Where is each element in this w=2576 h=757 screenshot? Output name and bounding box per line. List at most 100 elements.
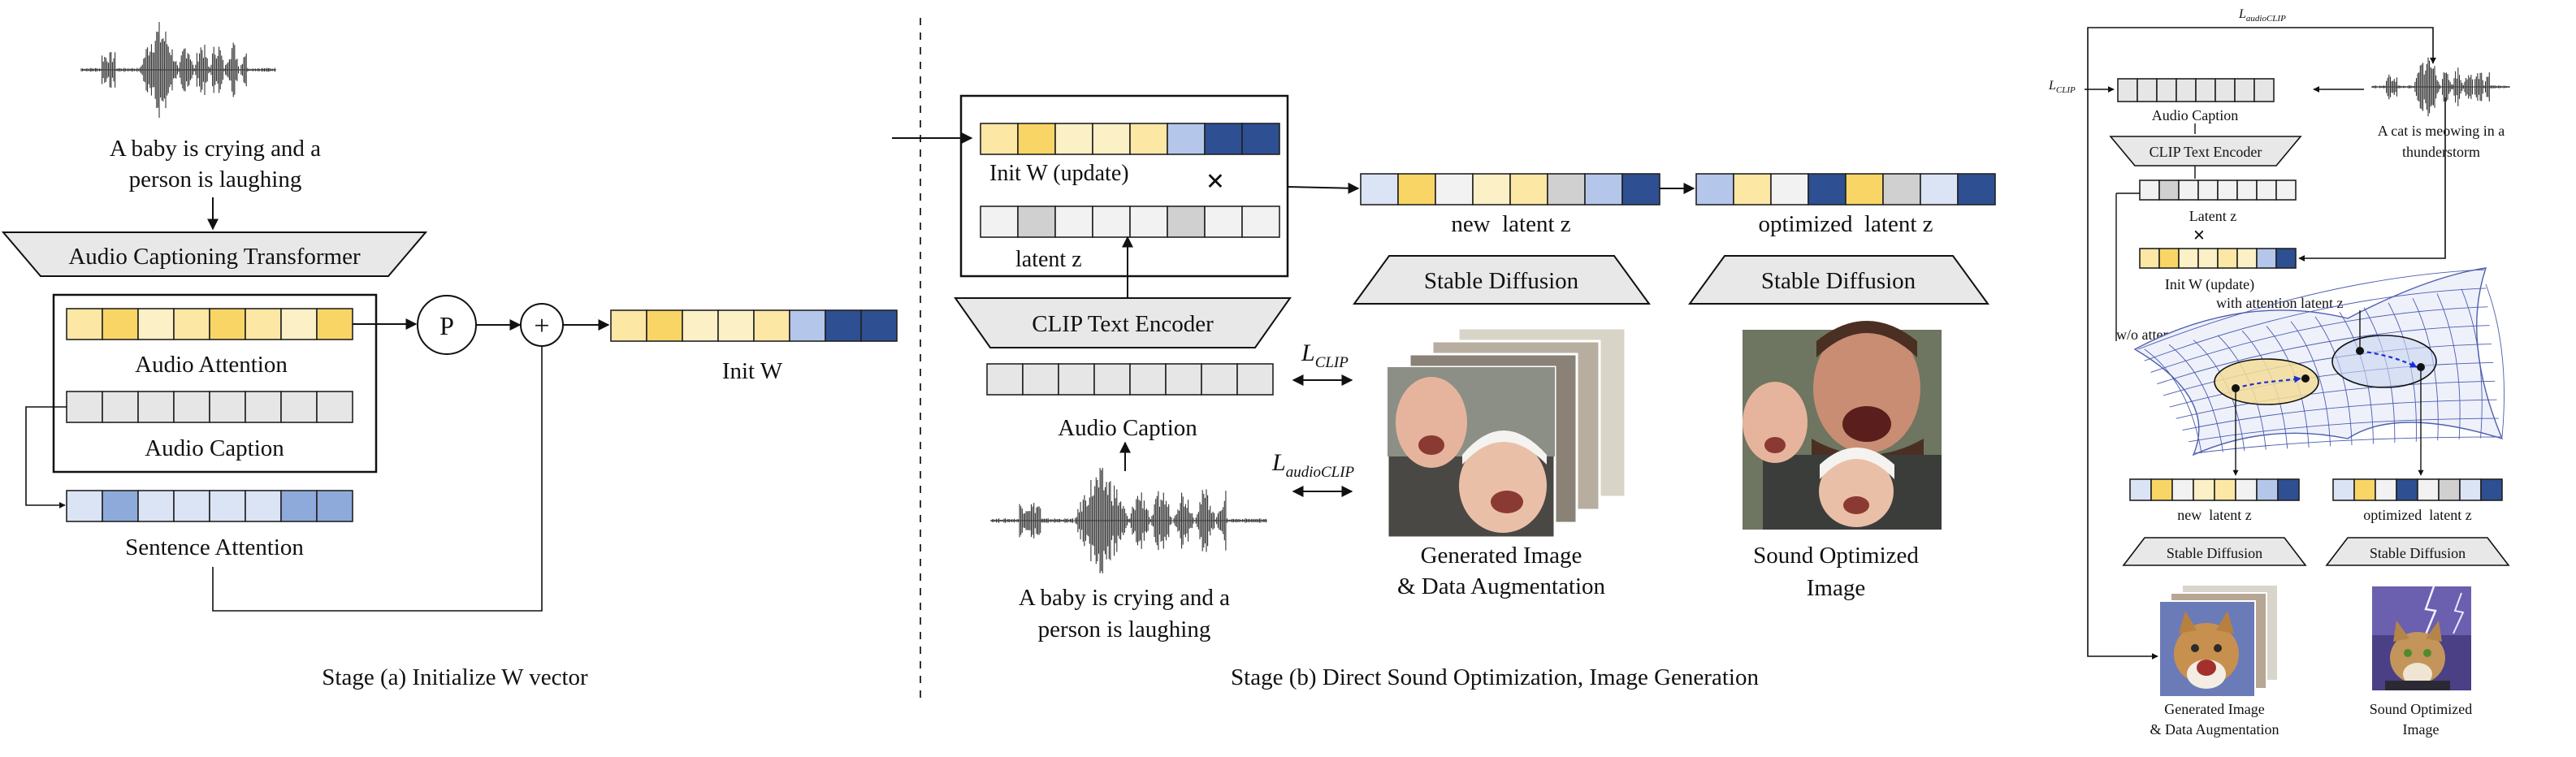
waveform-b [990,468,1267,573]
vector-cell [137,391,175,423]
vector-cell [2480,478,2503,501]
vector-cell [1054,123,1093,155]
vector-cell [280,391,318,423]
svg-text:LaudioCLIP: LaudioCLIP [2238,7,2286,24]
optimized-latent-label-c: optimized latent z [2363,507,2471,523]
vector-cell [1092,123,1131,155]
with-attention-label: with attention latent z [2216,295,2343,311]
sentence-attention-label: Sentence Attention [125,534,304,560]
vector-cell [2275,248,2297,269]
optimized-latent-vector [1695,173,1996,205]
vector-cell [1054,205,1093,238]
vector-cell [1129,205,1168,238]
waveform-c [2371,57,2510,117]
vector-cell [209,391,246,423]
stable-diffusion-b2-label: Stable Diffusion [1761,268,1916,294]
vector-cell [2332,478,2355,501]
vector-cell [1733,173,1772,205]
vector-cell [2235,478,2258,501]
act-trapezoid [1,231,428,277]
vector-cell [2156,78,2177,102]
vector-cell [1920,173,1959,205]
waveform-path [80,22,276,118]
vector-cell [1360,173,1399,205]
vector-cell [209,490,246,522]
vector-cell [2214,478,2236,501]
connector-caption-to-sentence [25,406,67,508]
vector-cell [1397,173,1436,205]
stage-b: Init W (update) × latent z CLIP Text Enc… [892,94,1996,690]
vector-cell [2178,248,2199,269]
audio-caption-label-c: Audio Caption [2152,107,2239,123]
stage-c-sound-caption-line2: thunderstorm [2402,144,2480,160]
vector-cell [1017,205,1056,238]
vector-cell [2214,78,2236,102]
vector-cell [245,490,282,522]
sentence-attention-vector [66,490,353,522]
audio-caption-label-a: Audio Caption [145,435,284,461]
vector-cell [2375,478,2397,501]
audio-caption-vector-c [2117,78,2275,102]
init-w-label: Init W [722,358,783,384]
sound-optimized-c-line2: Image [2403,721,2440,738]
vector-cell [173,391,210,423]
loss-audioclip-c-sub: audioCLIP [2246,14,2286,24]
sound-optimized-c-line1: Sound Optimized [2370,701,2473,717]
vector-cell [1017,123,1056,155]
stage-a-title: Stage (a) Initialize W vector [322,664,588,690]
stable-diffusion-b1 [1353,255,1651,305]
vector-cell [1022,363,1059,396]
sound-optimized-b-line1: Sound Optimized [1753,543,1919,569]
vector-cell [2236,180,2258,201]
vector-cell [1472,173,1511,205]
vector-cell [789,309,826,342]
generated-image-stack-c [2158,584,2279,698]
loss-audioclip-b-sub: audioCLIP [1286,464,1355,481]
vector-cell [1845,173,1884,205]
waveform-path [2371,57,2510,117]
generated-image-c-line2: & Data Augmentation [2150,721,2279,738]
stage-a-sound-caption-line1: A baby is crying and a [110,136,321,162]
connector-loss-to-initw-c [2298,97,2446,262]
loss-clip-c-sub: CLIP [2056,85,2076,95]
vector-cell [2217,248,2238,269]
vector-cell [1058,363,1095,396]
waveform-a [80,22,276,118]
vector-cell [2256,180,2277,201]
init-w-update-vector-c [2139,248,2297,269]
vector-cell [2217,180,2238,201]
vector-cell [610,309,647,342]
vector-cell [316,391,353,423]
new-latent-vector [1360,173,1660,205]
vector-cell [1129,363,1167,396]
vector-cell [1165,363,1202,396]
svg-text:LCLIP: LCLIP [1301,340,1349,371]
stable-diffusion-c2-label: Stable Diffusion [2370,545,2466,561]
vector-cell [682,309,719,342]
plus-symbol: + [534,311,549,341]
loss-audioclip-c-main: L [2238,7,2246,21]
vector-cell [102,391,139,423]
init-w-update-label-c: Init W (update) [2165,276,2254,293]
vector-cell [2178,180,2199,201]
vector-cell [2438,478,2461,501]
vector-cell [2417,478,2440,501]
vector-cell [102,490,139,522]
generated-image-c-line1: Generated Image [2164,701,2264,717]
vector-cell [2459,478,2482,501]
stage-c: LaudioCLIP LCLIP Audio Caption A cat is … [2048,7,2510,738]
act-label: Audio Captioning Transformer [68,244,361,270]
vector-cell [980,123,1019,155]
stable-diffusion-b1-label: Stable Diffusion [1424,268,1579,294]
vector-cell [2275,180,2297,201]
sound-optimized-image-b [1743,321,1942,530]
vector-cell [2137,78,2158,102]
vector-cell [2236,248,2258,269]
vector-cell [1093,363,1131,396]
times-symbol-c: × [2193,223,2206,247]
vector-cell [280,490,318,522]
new-latent-label: new latent z [1451,211,1570,237]
clip-encoder-c [2109,136,2302,167]
times-symbol-b: × [1206,162,1225,199]
vector-cell [2117,78,2138,102]
